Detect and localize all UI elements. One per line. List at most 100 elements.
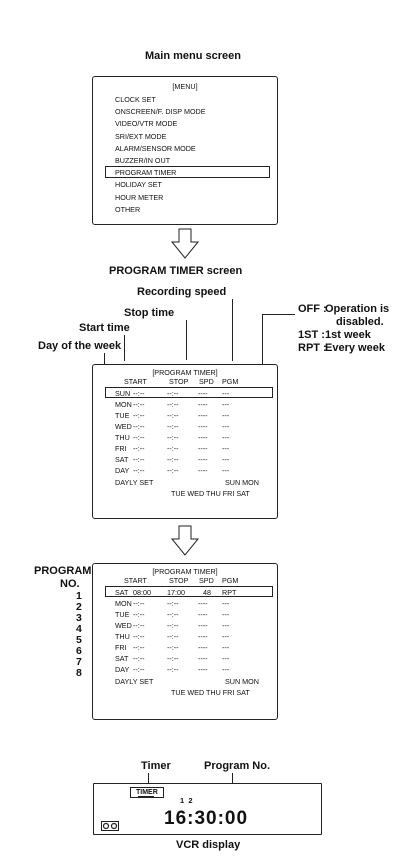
column-header: SPD bbox=[199, 377, 214, 386]
cell-day: SAT bbox=[115, 588, 129, 597]
column-header: SPD bbox=[199, 576, 214, 585]
cell-start: --:-- bbox=[133, 621, 145, 630]
vcr-display-caption: VCR display bbox=[176, 839, 241, 851]
callout-start-time: Start time bbox=[79, 322, 130, 334]
cell-stop: --:-- bbox=[167, 643, 179, 652]
cell-day: TUE bbox=[115, 610, 130, 619]
menu-item: ALARM/SENSOR MODE bbox=[115, 143, 196, 153]
menu-item: ONSCREEN/F. DISP MODE bbox=[115, 107, 206, 117]
legend-key-off: OFF : bbox=[298, 303, 327, 315]
program-timer-filled-box: [PROGRAM TIMER] START STOP SPD PGM SAT 08:00 17… bbox=[92, 563, 278, 720]
cell-stop: --:-- bbox=[167, 389, 179, 398]
column-header: STOP bbox=[169, 576, 189, 585]
cell-day: FRI bbox=[115, 643, 127, 652]
program-number: 6 bbox=[76, 645, 82, 657]
cell-spd: ---- bbox=[198, 466, 208, 475]
cell-stop: 17:00 bbox=[167, 588, 185, 597]
cell-pgm: --- bbox=[222, 665, 230, 674]
program-number: 1 bbox=[76, 590, 82, 602]
cell-pgm: --- bbox=[222, 466, 230, 475]
cell-day: TUE bbox=[115, 411, 130, 420]
cell-pgm: --- bbox=[222, 455, 230, 464]
leader-timer bbox=[148, 773, 149, 787]
column-header: PGM bbox=[222, 377, 239, 386]
cell-pgm: --- bbox=[222, 654, 230, 663]
cell-start: --:-- bbox=[133, 610, 145, 619]
cell-stop: --:-- bbox=[167, 632, 179, 641]
legend-desc-1st: 1st week bbox=[325, 329, 371, 341]
cell-start: 08:00 bbox=[133, 588, 151, 597]
cell-pgm: --- bbox=[222, 422, 230, 431]
cell-spd: ---- bbox=[198, 621, 208, 630]
cell-spd: ---- bbox=[198, 411, 208, 420]
leader-speed bbox=[232, 299, 233, 361]
footer-sun-mon: SUN MON bbox=[225, 478, 259, 487]
program-number: 5 bbox=[76, 634, 82, 646]
cell-start: --:-- bbox=[133, 400, 145, 409]
cell-day: DAY bbox=[115, 466, 130, 475]
cell-spd: ---- bbox=[198, 455, 208, 464]
cassette-icon bbox=[101, 818, 119, 836]
footer-sun-mon: SUN MON bbox=[225, 677, 259, 686]
cell-stop: --:-- bbox=[167, 621, 179, 630]
cell-spd: ---- bbox=[198, 422, 208, 431]
cell-stop: --:-- bbox=[167, 610, 179, 619]
cell-stop: --:-- bbox=[167, 400, 179, 409]
column-header: PGM bbox=[222, 576, 239, 585]
main-menu-heading: Main menu screen bbox=[145, 50, 241, 62]
menu-item: VIDEO/VTR MODE bbox=[115, 119, 178, 129]
down-arrow-icon bbox=[170, 228, 200, 260]
cell-spd: ---- bbox=[198, 433, 208, 442]
callout-recording-speed: Recording speed bbox=[137, 286, 227, 298]
down-arrow-icon bbox=[170, 525, 200, 557]
cell-spd: ---- bbox=[198, 643, 208, 652]
cell-stop: --:-- bbox=[167, 433, 179, 442]
cell-pgm: --- bbox=[222, 643, 230, 652]
timer-callout: Timer bbox=[141, 760, 171, 772]
selected-row-highlight bbox=[105, 586, 273, 597]
legend-desc-off-2: disabled. bbox=[336, 316, 384, 328]
cell-pgm: --- bbox=[222, 411, 230, 420]
cell-pgm: --- bbox=[222, 433, 230, 442]
cell-start: --:-- bbox=[133, 422, 145, 431]
cell-pgm: --- bbox=[222, 400, 230, 409]
cell-pgm: --- bbox=[222, 610, 230, 619]
menu-item: BUZZER/IN OUT bbox=[115, 156, 171, 165]
footer-weekdays: TUE WED THU FRI SAT bbox=[171, 489, 250, 498]
callout-day-of-week: Day of the week bbox=[38, 340, 122, 352]
cell-day: THU bbox=[115, 433, 130, 442]
cell-start: --:-- bbox=[133, 665, 145, 674]
legend-desc-rpt: Every week bbox=[325, 342, 385, 354]
cell-start: --:-- bbox=[133, 411, 145, 420]
menu-item: HOUR METER bbox=[115, 192, 164, 202]
cell-day: SAT bbox=[115, 654, 129, 663]
cell-pgm: --- bbox=[222, 599, 230, 608]
cell-stop: --:-- bbox=[167, 599, 179, 608]
cell-day: DAY bbox=[115, 665, 130, 674]
vcr-time: 16:30:00 bbox=[164, 808, 249, 829]
column-header: STOP bbox=[169, 377, 189, 386]
table-title: [PROGRAM TIMER] bbox=[152, 368, 218, 377]
cell-start: --:-- bbox=[133, 632, 145, 641]
program-no-callout: Program No. bbox=[204, 760, 271, 772]
footer-dayly-set: DAYLY SET bbox=[115, 677, 154, 686]
table-title: [PROGRAM TIMER] bbox=[152, 567, 218, 576]
callout-stop-time: Stop time bbox=[124, 307, 175, 319]
program-number: 4 bbox=[76, 623, 82, 635]
timer-badge-underline bbox=[138, 796, 154, 797]
program-timer-heading: PROGRAM TIMER screen bbox=[109, 265, 243, 277]
column-header: START bbox=[124, 576, 147, 585]
cell-stop: --:-- bbox=[167, 444, 179, 453]
cell-start: --:-- bbox=[133, 455, 145, 464]
cell-start: --:-- bbox=[133, 654, 145, 663]
legend-key-1st: 1ST : bbox=[298, 329, 325, 341]
menu-item-highlight bbox=[105, 166, 270, 179]
cell-stop: --:-- bbox=[167, 665, 179, 674]
cell-spd: ---- bbox=[198, 632, 208, 641]
leader-pgm bbox=[262, 314, 263, 364]
cell-day: SUN bbox=[115, 389, 131, 398]
footer-dayly-set: DAYLY SET bbox=[115, 478, 154, 487]
leader-pgm-h bbox=[262, 314, 295, 315]
cell-day: THU bbox=[115, 632, 130, 641]
footer-weekdays: TUE WED THU FRI SAT bbox=[171, 688, 250, 697]
